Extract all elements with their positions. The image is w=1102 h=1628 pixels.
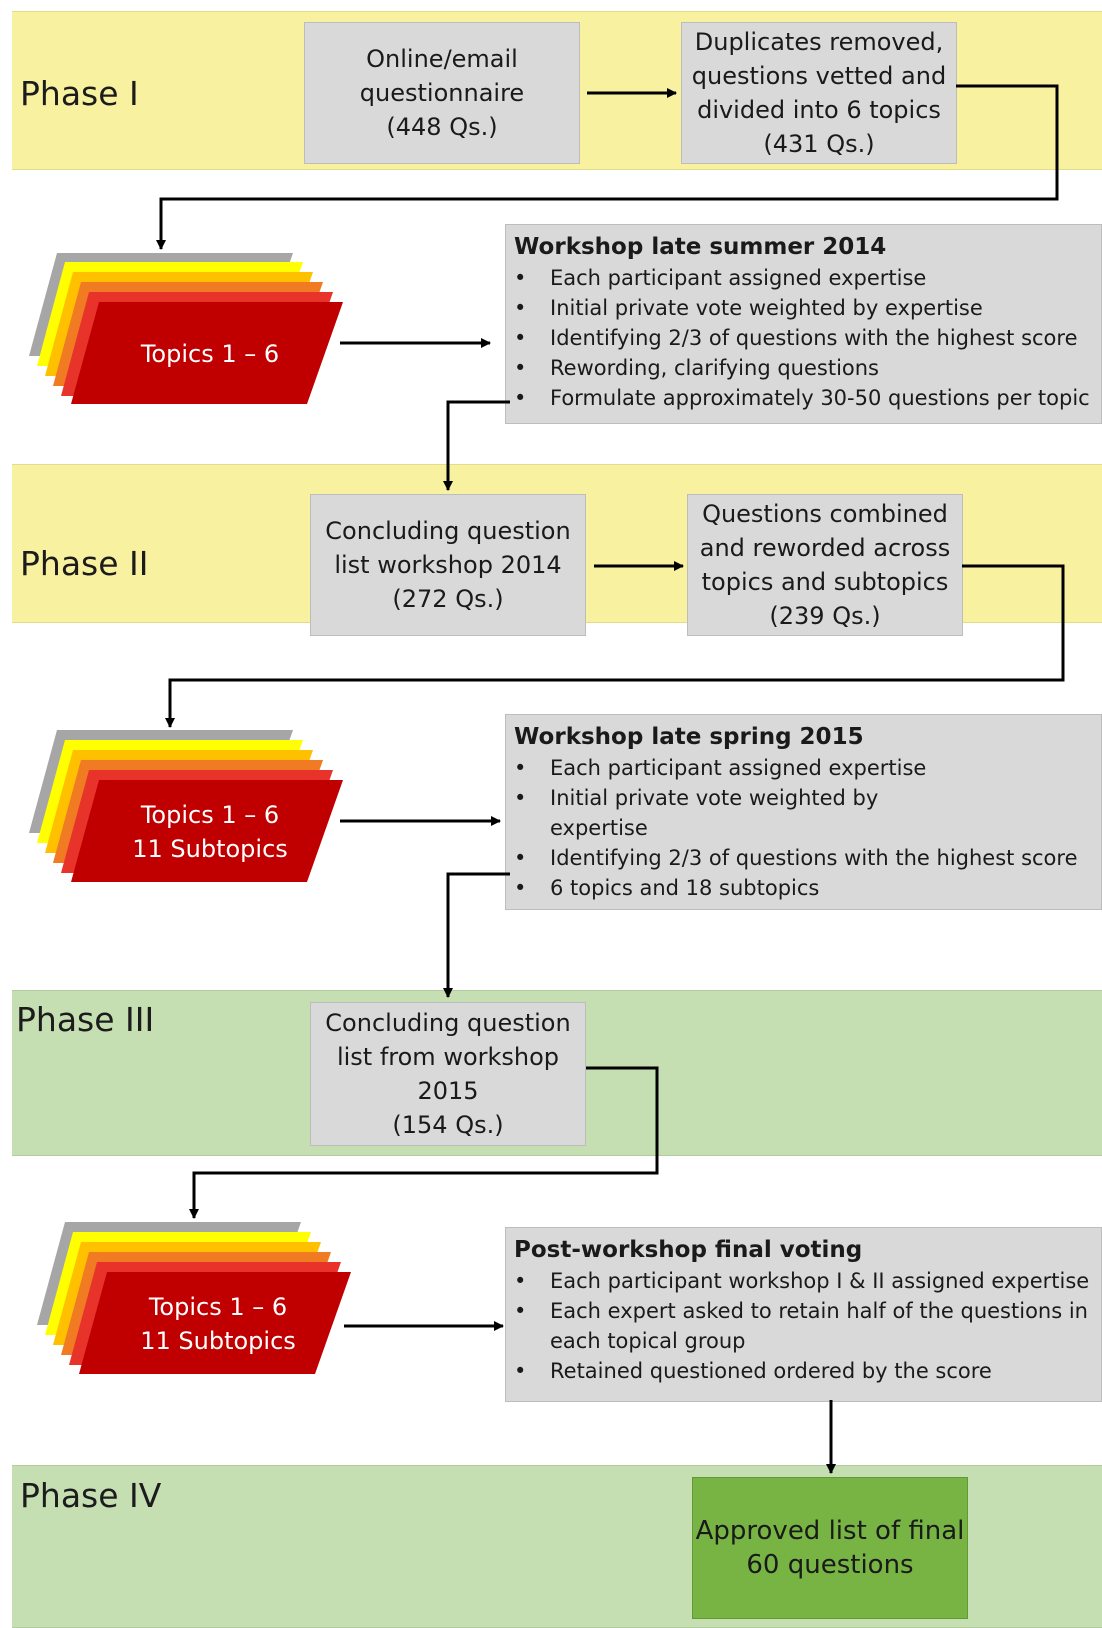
final-voting-bullet-2: Each expert asked to retain half of the …	[514, 1296, 1093, 1356]
card-1-line-1: Topics 1 – 6	[140, 340, 280, 368]
combined-line-1: Questions combined	[702, 500, 948, 528]
online-line-3: (448 Qs.)	[386, 113, 498, 141]
duplicates-line-4: (431 Qs.)	[763, 130, 875, 158]
ws2015-bullet-2: Initial private vote weighted by experti…	[514, 783, 1093, 843]
phase-2-label: Phase II	[20, 544, 149, 583]
concl2015-line-2: list from workshop	[336, 1043, 560, 1071]
workshop-2014-box: Workshop late summer 2014 Each participa…	[505, 224, 1102, 424]
connector-concluding-2015-to-topics	[189, 1066, 659, 1219]
workshop-2015-box: Workshop late spring 2015 Each participa…	[505, 714, 1102, 910]
concl2014-line-1: Concluding question	[325, 517, 571, 545]
ws2015-bullet-4: 6 topics and 18 subtopics	[514, 873, 1093, 903]
final-voting-bullet-2-line-1: Each expert asked to retain half of the …	[550, 1299, 1088, 1323]
phase-4-label: Phase IV	[20, 1476, 162, 1515]
concl2015-line-4: (154 Qs.)	[392, 1111, 504, 1139]
final-voting-bullet-3: Retained questioned ordered by the score	[514, 1356, 1093, 1386]
combined-line-2: and reworded across	[699, 534, 951, 562]
combined-line-4: (239 Qs.)	[769, 602, 881, 630]
ws2015-bullet-2-line-1: Initial private vote weighted by	[550, 786, 879, 810]
topics-card-1-label: Topics 1 – 6	[90, 337, 330, 371]
connector-workshop-2014-to-concluding	[443, 400, 510, 491]
final-line-2: 60 questions	[746, 1550, 914, 1580]
card-front	[71, 780, 343, 882]
connector-combined-to-topics	[165, 564, 1065, 728]
card-3-line-2: 11 Subtopics	[140, 1327, 296, 1355]
ws2014-bullet-1: Each participant assigned expertise	[514, 263, 1093, 293]
topics-card-2-label: Topics 1 – 6 11 Subtopics	[90, 798, 330, 866]
final-voting-bullets: Each participant workshop I & II assigne…	[514, 1266, 1093, 1386]
concl2015-line-1: Concluding question	[325, 1009, 571, 1037]
ws2014-bullet-5: Formulate approximately 30-50 questions …	[514, 383, 1093, 413]
duplicates-line-1: Duplicates removed,	[694, 28, 944, 56]
concl2015-line-3: 2015	[417, 1077, 479, 1105]
phase-1-label: Phase I	[20, 74, 139, 113]
approved-final-list-box: Approved list of final 60 questions	[692, 1477, 968, 1619]
topics-card-3-label: Topics 1 – 6 11 Subtopics	[98, 1290, 338, 1358]
concluding-2015-box: Concluding question list from workshop 2…	[310, 1002, 586, 1146]
topics-card-stack-2	[29, 730, 343, 882]
final-voting-title: Post-workshop final voting	[514, 1237, 863, 1263]
concl2014-line-2: list workshop 2014	[334, 551, 562, 579]
card-3-line-1: Topics 1 – 6	[148, 1293, 288, 1321]
final-voting-box: Post-workshop final voting Each particip…	[505, 1227, 1102, 1402]
concl2014-line-3: (272 Qs.)	[392, 585, 504, 613]
card-2-line-2: 11 Subtopics	[132, 835, 288, 863]
ws2015-bullet-1: Each participant assigned expertise	[514, 753, 1093, 783]
workshop-2015-title: Workshop late spring 2015	[514, 724, 864, 750]
final-line-1: Approved list of final	[695, 1516, 965, 1546]
connector-duplicates-to-topics	[156, 84, 1059, 250]
duplicates-removed-box: Duplicates removed, questions vetted and…	[681, 22, 957, 164]
combined-reworded-box: Questions combined and reworded across t…	[687, 494, 963, 636]
connector-workshop-2015-to-concluding	[443, 872, 510, 998]
ws2014-bullet-2: Initial private vote weighted by experti…	[514, 293, 1093, 323]
topics-card-stack-3	[37, 1222, 351, 1374]
ws2015-bullet-2-line-2: expertise	[550, 816, 648, 840]
workshop-2015-bullets: Each participant assigned expertise Init…	[514, 753, 1093, 903]
online-questionnaire-box: Online/email questionnaire (448 Qs.)	[304, 22, 580, 164]
concluding-2014-box: Concluding question list workshop 2014 (…	[310, 494, 586, 636]
duplicates-line-2: questions vetted and	[691, 62, 947, 90]
ws2014-bullet-3: Identifying 2/3 of questions with the hi…	[514, 323, 1093, 353]
ws2014-bullet-4: Rewording, clarifying questions	[514, 353, 1093, 383]
card-2-line-1: Topics 1 – 6	[140, 801, 280, 829]
workshop-2014-bullets: Each participant assigned expertise Init…	[514, 263, 1093, 413]
online-line-1: Online/email	[366, 45, 518, 73]
online-line-2: questionnaire	[359, 79, 525, 107]
workshop-2014-title: Workshop late summer 2014	[514, 234, 887, 260]
ws2015-bullet-3: Identifying 2/3 of questions with the hi…	[514, 843, 1093, 873]
final-voting-bullet-2-line-2: each topical group	[550, 1329, 746, 1353]
topics-card-stack-1	[29, 253, 343, 404]
card-front	[79, 1272, 351, 1374]
card-front	[71, 302, 343, 404]
combined-line-3: topics and subtopics	[701, 568, 949, 596]
duplicates-line-3: divided into 6 topics	[697, 96, 941, 124]
final-voting-bullet-1: Each participant workshop I & II assigne…	[514, 1266, 1093, 1296]
phase-3-label: Phase III	[16, 1000, 155, 1039]
